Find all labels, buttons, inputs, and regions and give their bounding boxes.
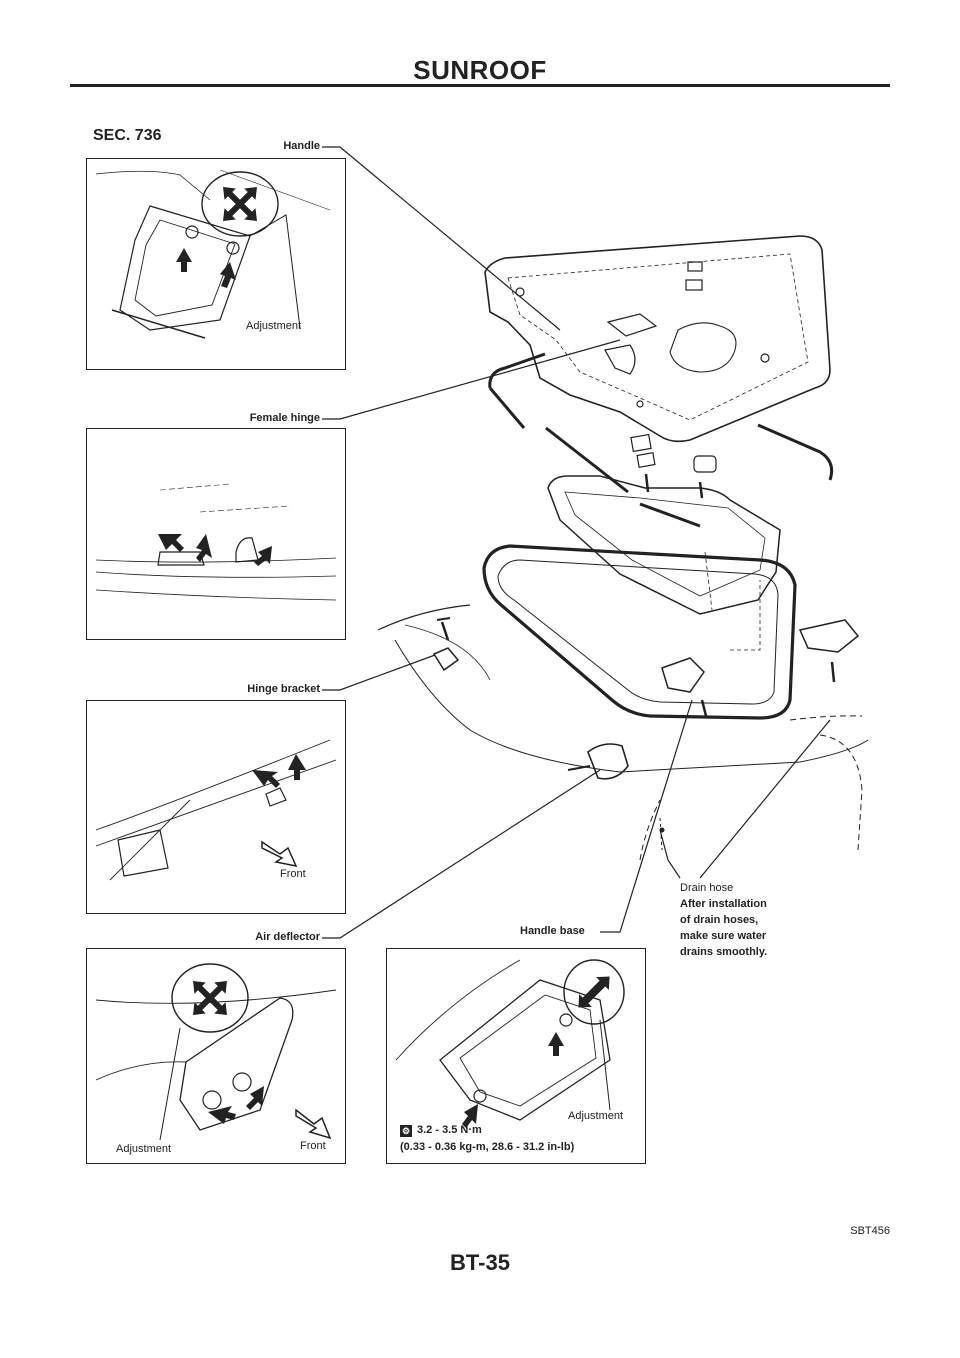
drain-hose-note: Drain hose After installation of drain h… xyxy=(680,880,767,960)
drain-note-line-3: make sure water xyxy=(680,930,767,942)
stopper-lower xyxy=(685,279,703,291)
drain-note-line-1: After installation xyxy=(680,898,767,910)
front-arrow-icon xyxy=(261,840,298,868)
leader-drain-2 xyxy=(699,719,831,879)
callout-handle-base: Handle base xyxy=(520,925,585,937)
torque-conversion: (0.33 - 0.36 kg-m, 28.6 - 31.2 in-lb) xyxy=(400,1141,575,1153)
callout-handle: Handle xyxy=(283,140,320,152)
adjust-four-way-arrow-icon xyxy=(223,187,257,221)
hinge-tab xyxy=(606,313,658,337)
panel-female-hinge-detail xyxy=(86,428,346,640)
stopper-top xyxy=(687,261,703,272)
panel-hinge-bracket-detail xyxy=(86,700,346,914)
hinge-arm xyxy=(604,344,636,375)
panel-handle-base-adjustment-label: Adjustment xyxy=(568,1110,624,1122)
opening-frame xyxy=(482,544,797,720)
lid-cutout xyxy=(669,322,737,373)
drain-note-line-2: of drain hoses, xyxy=(680,914,759,926)
panel-hinge-bracket-front-label: Front xyxy=(280,868,306,880)
glass-lid-inner xyxy=(507,253,809,421)
leader-air-deflector xyxy=(322,769,601,939)
section-number: SEC. 736 xyxy=(93,127,162,144)
hinge-bracket-part xyxy=(432,647,460,672)
leader-drain-1 xyxy=(659,829,681,879)
leader-handle xyxy=(322,146,561,331)
front-arrow-icon xyxy=(295,1108,332,1140)
leader-female-hinge xyxy=(322,339,621,420)
header-rule xyxy=(70,84,890,87)
adjust-four-way-arrow-icon xyxy=(193,981,227,1015)
panel-deflector-front-label: Front xyxy=(300,1140,326,1152)
push-arrow-icon xyxy=(158,248,564,1128)
torque-wrench-icon: ⚙ xyxy=(400,1125,412,1137)
callout-air-deflector: Air deflector xyxy=(255,931,320,943)
torque-spec: ⚙ 3.2 - 3.5 N·m (0.33 - 0.36 kg-m, 28.6 -… xyxy=(400,1122,574,1156)
torque-value: 3.2 - 3.5 N·m xyxy=(417,1124,482,1136)
panel-deflector-adjustment-label: Adjustment xyxy=(116,1143,172,1155)
page-number: BT-35 xyxy=(450,1250,510,1275)
leader-hinge-bracket xyxy=(322,654,436,691)
callout-female-hinge: Female hinge xyxy=(249,412,320,424)
drain-hose-title: Drain hose xyxy=(680,882,734,894)
figure-code: SBT456 xyxy=(850,1225,890,1237)
handle-base-part xyxy=(661,657,705,693)
drain-note-line-4: drains smoothly. xyxy=(680,946,768,958)
sunshade-panel xyxy=(547,475,781,615)
page-header-title: SUNROOF xyxy=(413,55,547,85)
glass-lid xyxy=(484,235,831,443)
panel-handle-adjustment-label: Adjustment xyxy=(246,320,302,332)
air-deflector-part xyxy=(587,743,629,780)
right-bracket-part xyxy=(798,619,860,653)
callout-hinge-bracket: Hinge bracket xyxy=(247,683,320,695)
adjust-two-way-arrow-icon xyxy=(578,976,610,1008)
leader-handle-base xyxy=(600,699,693,933)
